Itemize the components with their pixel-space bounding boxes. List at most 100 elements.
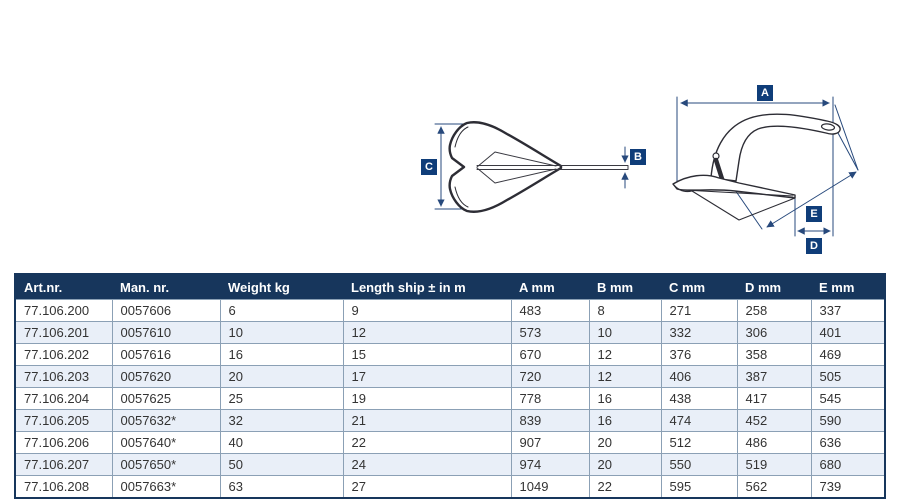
table-cell: 337	[810, 299, 886, 322]
table-cell: 778	[510, 387, 590, 410]
table-cell: 12	[342, 321, 512, 344]
table-cell: 77.106.204	[14, 387, 113, 410]
table-cell: 21	[342, 409, 512, 432]
table-cell: 27	[342, 475, 512, 499]
table-cell: 32	[219, 409, 344, 432]
table-cell: 12	[588, 343, 662, 366]
fluke-fold-lines	[476, 151, 557, 184]
table-cell: 573	[510, 321, 590, 344]
table-cell: 20	[219, 365, 344, 388]
side-fluke-keel	[672, 183, 796, 221]
table-cell: 907	[510, 431, 590, 454]
table-cell: 10	[588, 321, 662, 344]
table-cell: 16	[588, 387, 662, 410]
column-header: D mm	[737, 274, 811, 300]
table-cell: 20	[588, 453, 662, 476]
table-cell: 10	[219, 321, 344, 344]
table-cell: 0057640*	[111, 431, 221, 454]
table-cell: 474	[660, 409, 738, 432]
column-header: C mm	[661, 274, 737, 300]
column-header: Length ship ± in m	[343, 274, 511, 300]
table-cell: 77.106.205	[14, 409, 113, 432]
table-cell: 77.106.203	[14, 365, 113, 388]
table-cell: 401	[810, 321, 886, 344]
table-cell: 9	[342, 299, 512, 322]
table-cell: 25	[219, 387, 344, 410]
dim-label-c: C	[421, 159, 437, 175]
dim-label-d: D	[806, 238, 822, 254]
table-cell: 0057610	[111, 321, 221, 344]
table-cell: 595	[660, 475, 738, 499]
table-cell: 22	[588, 475, 662, 499]
fluke-outline	[448, 121, 563, 213]
dim-label-e: E	[806, 206, 822, 222]
table-cell: 0057650*	[111, 453, 221, 476]
table-cell: 77.106.201	[14, 321, 113, 344]
table-cell: 438	[660, 387, 738, 410]
anchor-side-view	[672, 96, 859, 237]
table-cell: 469	[810, 343, 886, 366]
table-cell: 15	[342, 343, 512, 366]
shank-bar	[476, 165, 629, 170]
table-cell: 77.106.200	[14, 299, 113, 322]
table-cell: 22	[342, 431, 512, 454]
table-cell: 332	[660, 321, 738, 344]
table-cell: 271	[660, 299, 738, 322]
column-header: Art.nr.	[15, 274, 112, 300]
table-cell: 406	[660, 365, 738, 388]
table-cell: 387	[736, 365, 812, 388]
table-cell: 0057620	[111, 365, 221, 388]
table-cell: 636	[810, 431, 886, 454]
table-cell: 306	[736, 321, 812, 344]
table-cell: 12	[588, 365, 662, 388]
table-cell: 19	[342, 387, 512, 410]
table-cell: 452	[736, 409, 812, 432]
table-cell: 519	[736, 453, 812, 476]
column-header: A mm	[511, 274, 589, 300]
table-cell: 0057663*	[111, 475, 221, 499]
table-cell: 77.106.206	[14, 431, 113, 454]
table-cell: 63	[219, 475, 344, 499]
table-cell: 505	[810, 365, 886, 388]
table-cell: 417	[736, 387, 812, 410]
dim-label-b: B	[630, 149, 646, 165]
table-cell: 77.106.207	[14, 453, 113, 476]
table-cell: 562	[736, 475, 812, 499]
column-header: B mm	[589, 274, 661, 300]
table-cell: 40	[219, 431, 344, 454]
column-header: Man. nr.	[112, 274, 220, 300]
table-cell: 590	[810, 409, 886, 432]
table-cell: 483	[510, 299, 590, 322]
table-cell: 0057616	[111, 343, 221, 366]
table-cell: 20	[588, 431, 662, 454]
table-cell: 77.106.202	[14, 343, 113, 366]
anchor-diagrams	[434, 96, 859, 237]
shackle-slot	[820, 123, 836, 131]
anchor-top-view	[434, 121, 629, 213]
table-cell: 974	[510, 453, 590, 476]
table-cell: 358	[736, 343, 812, 366]
table-cell: 6	[219, 299, 344, 322]
side-shank	[710, 113, 841, 182]
table-cell: 670	[510, 343, 590, 366]
fluke-inner-edge	[454, 126, 469, 208]
table-cell: 1049	[510, 475, 590, 499]
table-cell: 512	[660, 431, 738, 454]
table-cell: 0057625	[111, 387, 221, 410]
table-cell: 680	[810, 453, 886, 476]
column-header: E mm	[811, 274, 885, 300]
table-cell: 739	[810, 475, 886, 499]
table-cell: 258	[736, 299, 812, 322]
